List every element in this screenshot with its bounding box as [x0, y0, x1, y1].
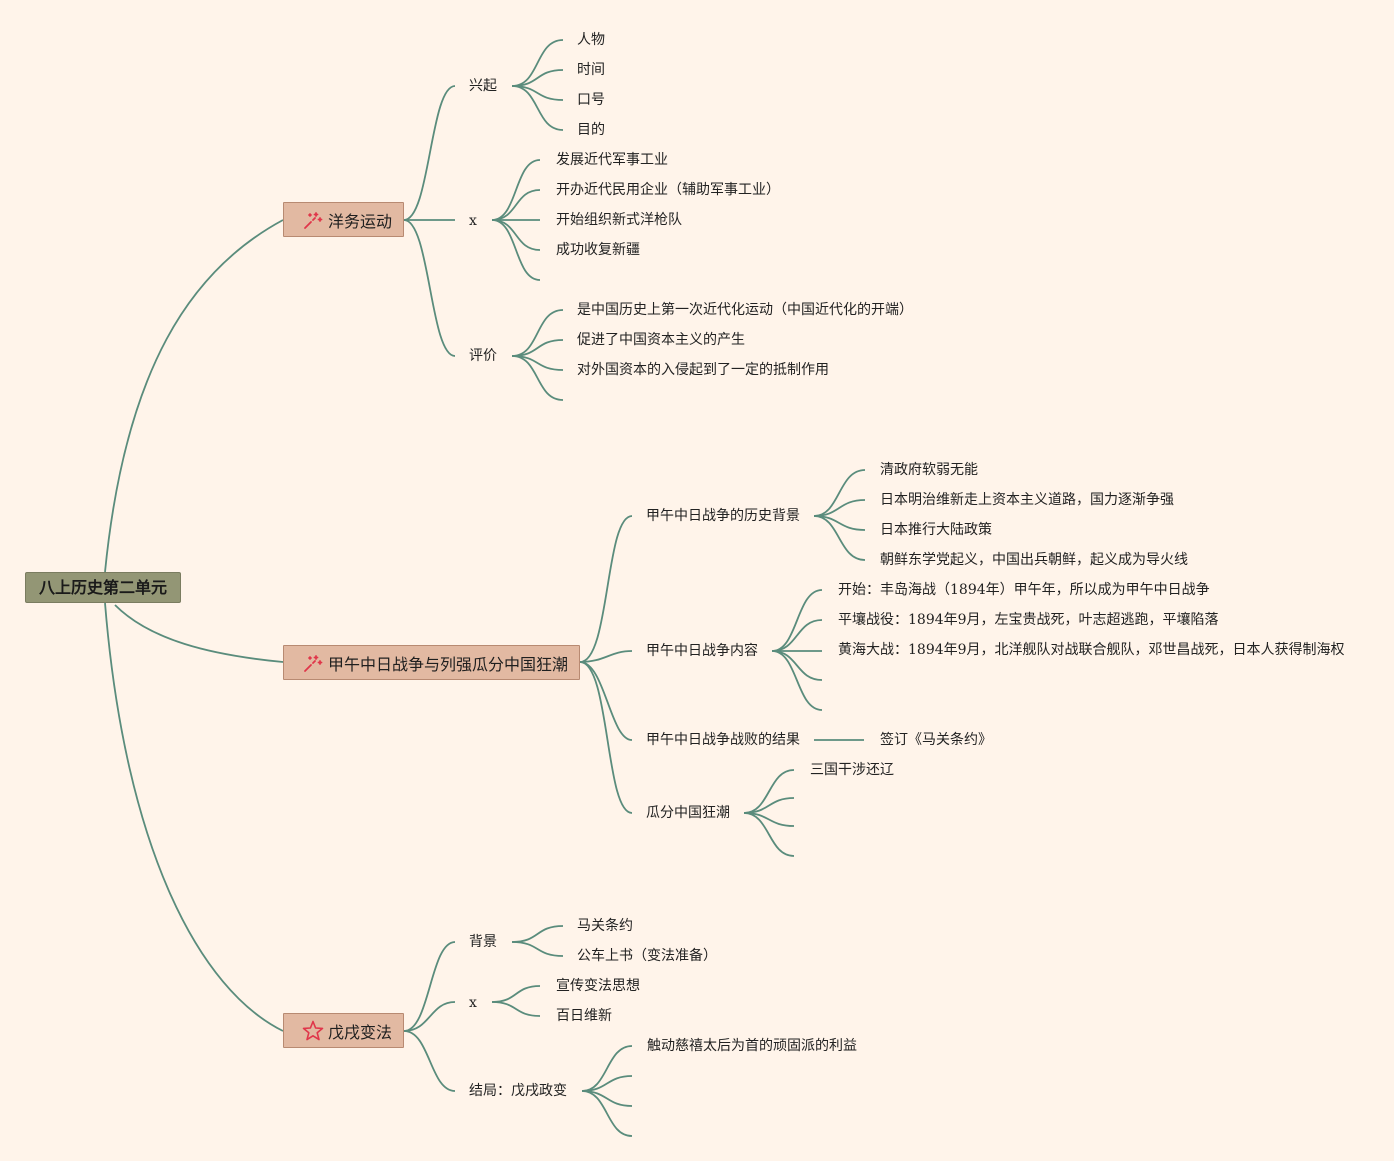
leaf-node[interactable]: 宣传变法思想	[556, 978, 640, 994]
branch-reform-outcome[interactable]: 结局：戊戌政变	[469, 1083, 567, 1099]
leaf-node[interactable]: 促进了中国资本主义的产生	[577, 332, 745, 348]
topic-label: 洋务运动	[328, 211, 393, 231]
leaf-node[interactable]: 目的	[577, 122, 605, 138]
topic-sino-japanese-war[interactable]: 甲午中日战争与列强瓜分中国狂潮	[283, 645, 580, 680]
leaf-node[interactable]: 平壤战役：1894年9月，左宝贵战死，叶志超逃跑，平壤陷落	[838, 612, 1219, 628]
leaf-node[interactable]: 日本推行大陆政策	[880, 522, 992, 538]
leaf-node[interactable]: 触动慈禧太后为首的顽固派的利益	[647, 1038, 857, 1054]
leaf-node[interactable]: 百日维新	[556, 1008, 612, 1024]
branch-reform-background[interactable]: 背景	[469, 934, 497, 950]
leaf-node[interactable]: 时间	[577, 62, 605, 78]
topic-yangwu-movement[interactable]: 洋务运动	[283, 202, 404, 237]
branch-reform-content[interactable]: x	[469, 995, 477, 1011]
sparkles-icon	[302, 652, 324, 674]
root-node[interactable]: 八上历史第二单元	[25, 572, 181, 603]
leaf-node[interactable]: 开始：丰岛海战（1894年）甲午年，所以成为甲午中日战争	[838, 582, 1210, 598]
leaf-node[interactable]: 日本明治维新走上资本主义道路，国力逐渐争强	[880, 492, 1174, 508]
branch-war-background[interactable]: 甲午中日战争的历史背景	[646, 508, 800, 524]
leaf-node[interactable]: 是中国历史上第一次近代化运动（中国近代化的开端）	[577, 302, 913, 318]
leaf-node[interactable]: 签订《马关条约》	[880, 732, 992, 748]
topic-label: 戊戌变法	[328, 1022, 393, 1042]
leaf-node[interactable]: 清政府软弱无能	[880, 462, 978, 478]
topic-label: 甲午中日战争与列强瓜分中国狂潮	[328, 654, 569, 674]
leaf-node[interactable]: 开始组织新式洋枪队	[556, 212, 682, 228]
branch-war-result[interactable]: 甲午中日战争战败的结果	[646, 732, 800, 748]
leaf-node[interactable]: 发展近代军事工业	[556, 152, 668, 168]
leaf-node[interactable]: 开办近代民用企业（辅助军事工业）	[556, 182, 780, 198]
star-outline-icon	[302, 1020, 324, 1042]
leaf-node[interactable]: 三国干涉还辽	[810, 762, 894, 778]
leaf-node[interactable]: 对外国资本的入侵起到了一定的抵制作用	[577, 362, 829, 378]
branch-content[interactable]: x	[469, 213, 477, 229]
branch-war-content[interactable]: 甲午中日战争内容	[646, 643, 758, 659]
leaf-node[interactable]: 马关条约	[577, 918, 633, 934]
leaf-node[interactable]: 朝鲜东学党起义，中国出兵朝鲜，起义成为导火线	[880, 552, 1188, 568]
leaf-node[interactable]: 成功收复新疆	[556, 242, 640, 258]
topic-wuxu-reform[interactable]: 戊戌变法	[283, 1013, 404, 1048]
branch-rise[interactable]: 兴起	[469, 78, 497, 94]
branch-evaluation[interactable]: 评价	[469, 348, 497, 364]
leaf-node[interactable]: 口号	[577, 92, 605, 108]
leaf-node[interactable]: 公车上书（变法准备）	[577, 948, 717, 964]
branch-partition-frenzy[interactable]: 瓜分中国狂潮	[646, 805, 730, 821]
leaf-node[interactable]: 黄海大战：1894年9月，北洋舰队对战联合舰队，邓世昌战死，日本人获得制海权	[838, 642, 1345, 658]
sparkles-icon	[302, 209, 324, 231]
leaf-node[interactable]: 人物	[577, 32, 605, 48]
